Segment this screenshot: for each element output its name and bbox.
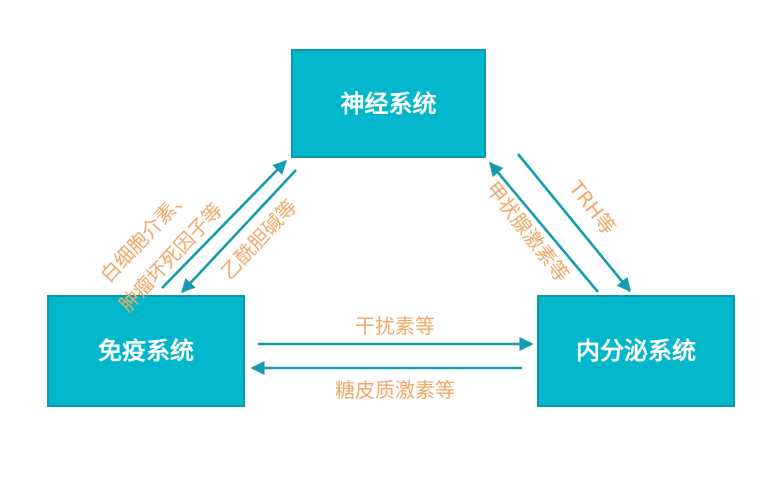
node-immune-box — [47, 295, 245, 407]
arrow-endocrine-to-nervous — [489, 161, 599, 293]
label-nervous-to-endocrine: TRH等 — [564, 175, 621, 239]
node-immune-label: 免疫系统 — [98, 337, 194, 365]
arrow-nervous-to-immune — [181, 169, 297, 294]
label-endocrine-to-immune: 糖皮质激素等 — [335, 378, 455, 402]
label-endocrine-to-nervous: 甲状腺激素等 — [481, 177, 574, 286]
node-nervous-label: 神经系统 — [341, 90, 437, 118]
node-endocrine-system: 内分泌系统 — [537, 295, 735, 407]
node-nervous-system: 神经系统 — [291, 49, 486, 158]
arrow-immune-to-nervous — [161, 159, 287, 289]
node-endocrine-label: 内分泌系统 — [576, 337, 696, 365]
node-nervous-box — [291, 49, 486, 158]
node-immune-system: 免疫系统 — [47, 295, 245, 407]
node-endocrine-box — [537, 295, 735, 407]
arrow-nervous-to-endocrine — [516, 153, 632, 293]
label-immune-to-endocrine: 干扰素等 — [355, 314, 435, 338]
